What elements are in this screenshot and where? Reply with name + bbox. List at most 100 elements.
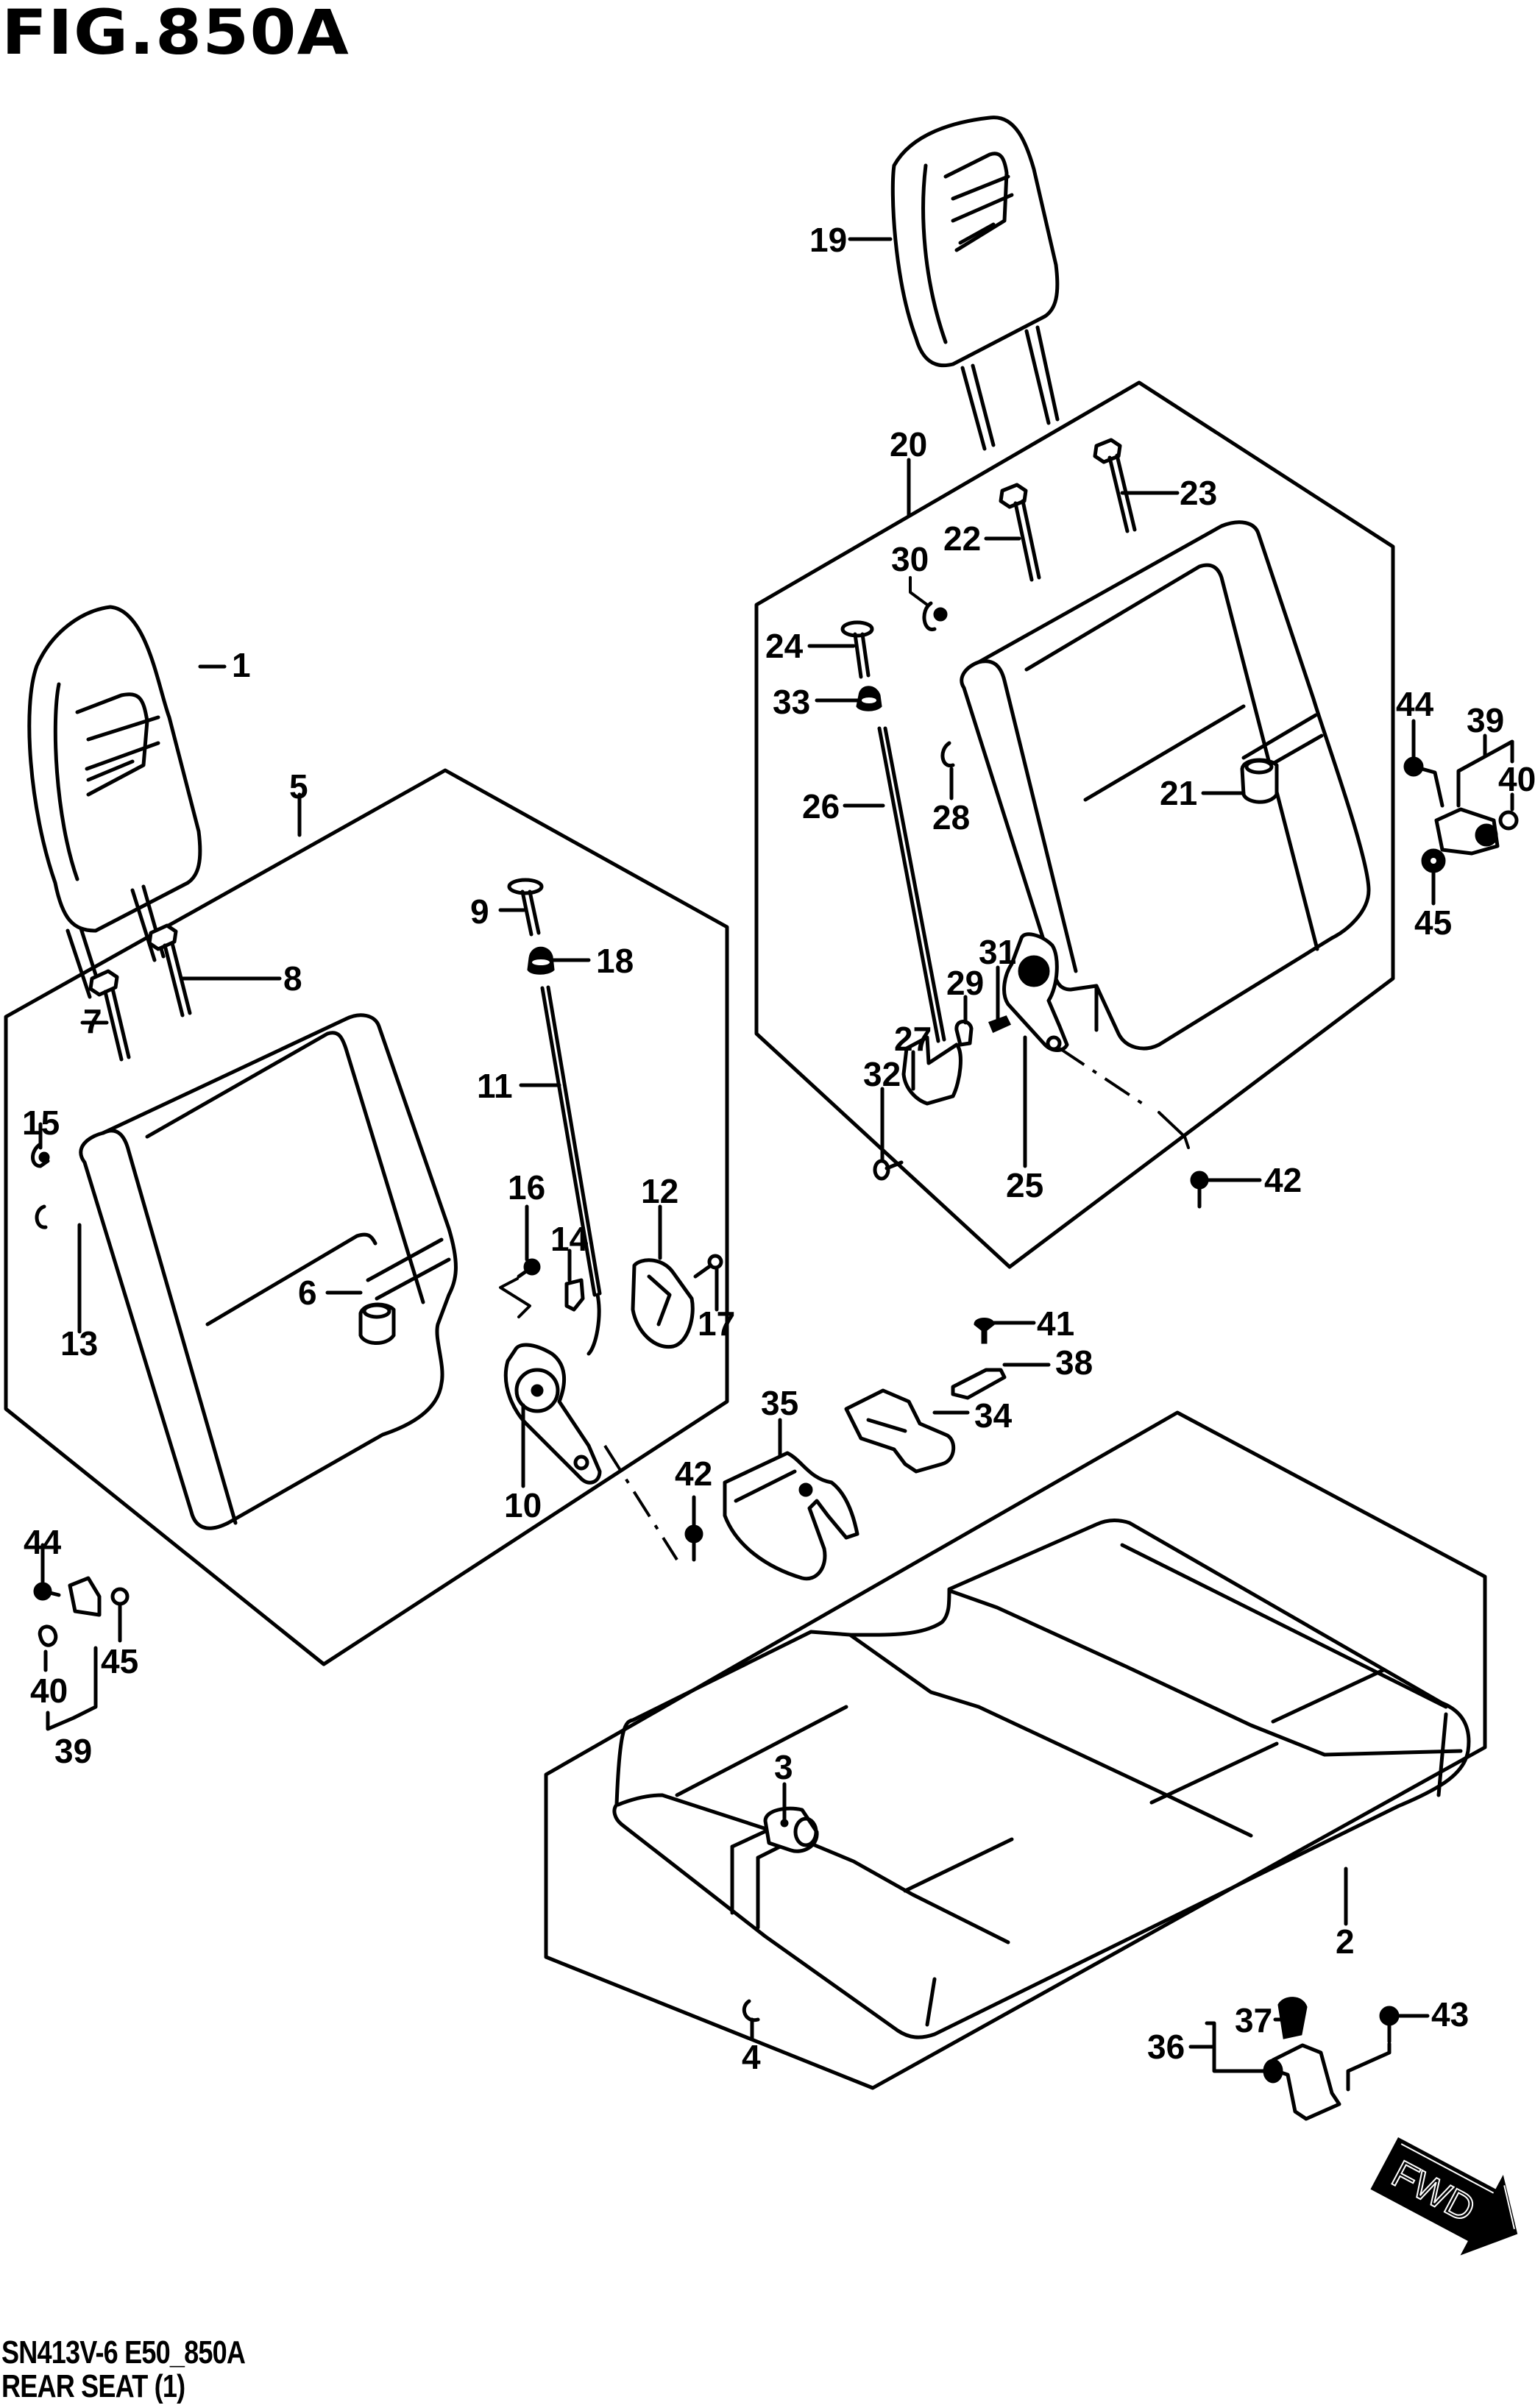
bolt-7[interactable] <box>88 969 131 1062</box>
bracket-14[interactable] <box>564 1278 585 1312</box>
callout-10: 10 <box>504 1486 542 1524</box>
callout-14: 14 <box>550 1220 589 1258</box>
callout-28: 28 <box>932 798 970 837</box>
group-outline-seat-cushion <box>544 1410 1487 2090</box>
forward-arrow-icon: FWD <box>1370 2137 1518 2256</box>
callout-3: 3 <box>774 1748 793 1786</box>
screw-31[interactable] <box>988 1015 1012 1034</box>
callout-18: 18 <box>596 942 634 980</box>
screw-16[interactable] <box>517 1258 541 1279</box>
callout-4: 4 <box>742 2038 761 2076</box>
bracket-29[interactable] <box>954 1020 974 1047</box>
leader-16-10 <box>499 1277 531 1318</box>
callout-22: 22 <box>943 519 981 558</box>
callout-29: 29 <box>946 964 984 1002</box>
bolt-22[interactable] <box>999 483 1041 582</box>
callout-40-left: 40 <box>30 1672 68 1710</box>
callout-17: 17 <box>698 1304 735 1343</box>
callout-25: 25 <box>1006 1166 1043 1204</box>
callout-9: 9 <box>470 892 489 931</box>
striker-left[interactable] <box>33 1576 130 1647</box>
callout-45-right: 45 <box>1414 903 1452 942</box>
callout-27: 27 <box>894 1020 932 1058</box>
seatback-left[interactable] <box>79 1013 458 1530</box>
callout-23: 23 <box>1180 474 1217 512</box>
cushion-guide-3[interactable] <box>763 1806 819 1853</box>
bracket-39L <box>46 1646 98 1731</box>
callout-38: 38 <box>1055 1343 1093 1382</box>
striker-right[interactable] <box>1403 756 1519 873</box>
callout-15: 15 <box>22 1104 60 1142</box>
callout-31: 31 <box>979 933 1016 971</box>
callout-21: 21 <box>1160 774 1197 812</box>
callout-43: 43 <box>1431 1995 1469 2034</box>
callout-42-left: 42 <box>675 1455 712 1493</box>
callout-6: 6 <box>298 1274 317 1312</box>
callout-44-right: 44 <box>1396 685 1434 723</box>
clip-4[interactable] <box>742 1999 760 2022</box>
screw-41[interactable] <box>974 1318 995 1344</box>
leader-43-assembly <box>1346 2042 1392 2092</box>
callout-26: 26 <box>802 787 840 825</box>
callout-8: 8 <box>283 959 302 998</box>
bolt-43[interactable] <box>1379 2006 1400 2044</box>
assembly-line-left <box>603 1444 678 1561</box>
knob-9[interactable] <box>507 878 544 937</box>
callout-20: 20 <box>890 425 927 464</box>
figure-title: FIG.850A <box>1 0 350 68</box>
hinge-cover-34[interactable] <box>844 1388 956 1474</box>
group-outline-left-seatback <box>4 768 729 1666</box>
screw-17[interactable] <box>693 1254 723 1279</box>
callout-34: 34 <box>974 1396 1013 1435</box>
bolt-42-right[interactable] <box>1190 1171 1209 1209</box>
callout-11: 11 <box>477 1067 513 1105</box>
callout-42-right: 42 <box>1264 1161 1302 1199</box>
bolt-23[interactable] <box>1093 438 1137 533</box>
callout-39-left: 39 <box>54 1732 92 1770</box>
recliner-hinge-right[interactable] <box>1002 932 1069 1052</box>
clip-28[interactable] <box>940 741 955 768</box>
clip-15[interactable] <box>31 1142 50 1168</box>
recliner-hinge-left[interactable] <box>503 1343 602 1485</box>
release-rod-26[interactable] <box>877 726 946 1043</box>
hinge-cover-35[interactable] <box>723 1451 859 1581</box>
clip-30[interactable] <box>922 601 948 631</box>
callout-24: 24 <box>765 627 804 665</box>
assembly-line-right <box>1058 1047 1149 1109</box>
model-code: SN413V-6 E50_850A <box>1 2334 246 2370</box>
striker-assembly-36[interactable] <box>1263 1997 1341 2121</box>
section-name: REAR SEAT (1) <box>1 2368 185 2404</box>
cover-27[interactable] <box>901 1035 963 1106</box>
bolt-42-left[interactable] <box>684 1524 703 1562</box>
clip-13[interactable] <box>35 1204 48 1229</box>
callout-39-right: 39 <box>1467 701 1504 739</box>
callout-30: 30 <box>891 540 929 578</box>
knob-24[interactable] <box>840 620 874 679</box>
callout-7: 7 <box>83 1002 102 1040</box>
plate-38[interactable] <box>951 1368 1007 1400</box>
callout-16: 16 <box>508 1168 545 1207</box>
screw-32[interactable] <box>873 1159 904 1181</box>
cover-12[interactable] <box>631 1258 695 1349</box>
callout-45-left: 45 <box>101 1642 138 1680</box>
callout-40-right: 40 <box>1498 760 1535 798</box>
headrest-right[interactable] <box>890 116 1060 451</box>
callout-33: 33 <box>773 683 810 721</box>
group-outline-right-seatback <box>754 380 1395 1269</box>
leader-42R-tail <box>1158 1111 1190 1149</box>
bezel-33[interactable] <box>856 686 882 711</box>
leader-30 <box>909 576 929 606</box>
callout-32: 32 <box>863 1055 901 1093</box>
release-rod-11[interactable] <box>540 985 602 1356</box>
seatback-right[interactable] <box>960 520 1371 1051</box>
bezel-18[interactable] <box>527 946 555 975</box>
callout-36: 36 <box>1147 2028 1185 2066</box>
callout-37: 37 <box>1235 2001 1272 2039</box>
callout-13: 13 <box>60 1324 98 1363</box>
callout-1: 1 <box>232 646 251 684</box>
callout-35: 35 <box>761 1384 798 1422</box>
callout-5: 5 <box>289 767 308 806</box>
callout-41: 41 <box>1037 1304 1074 1343</box>
bolt-8[interactable] <box>147 923 192 1017</box>
